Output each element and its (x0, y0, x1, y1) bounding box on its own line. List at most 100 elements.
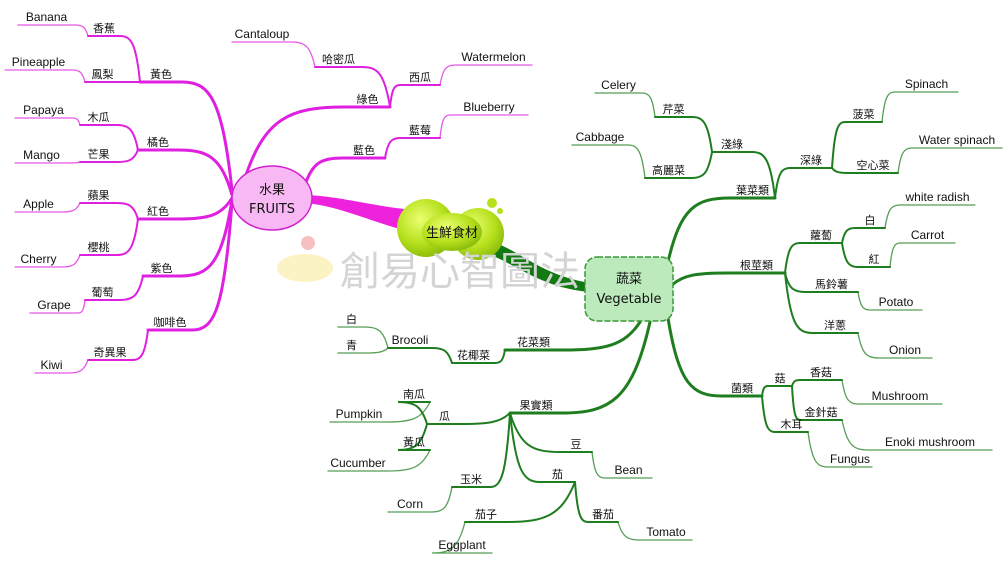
branch-line (231, 41, 316, 68)
branch-label[interactable]: 豆 (571, 438, 582, 451)
branch-label[interactable]: 紅 (869, 253, 880, 266)
branch-line (571, 144, 646, 179)
branch-line (79, 149, 139, 163)
branch-line (451, 349, 506, 364)
branch-label[interactable]: 玉米 (460, 473, 482, 486)
leaf-label-english[interactable]: Tomato (646, 525, 686, 539)
leaf-label-english[interactable]: Blueberry (463, 100, 514, 114)
leaf-label-english[interactable]: Papaya (23, 103, 64, 117)
branch-label[interactable]: 藍莓 (409, 124, 431, 137)
branch-label[interactable]: 空心菜 (857, 158, 890, 172)
leaf-label-english[interactable]: Pineapple (12, 55, 66, 69)
leaf-label-english[interactable]: Apple (23, 197, 54, 211)
branch-line (79, 124, 139, 151)
branch-label[interactable]: 黃色 (150, 67, 172, 81)
branch-line (337, 326, 389, 349)
branch-line (881, 91, 959, 123)
leaf-label-english[interactable]: Cherry (20, 252, 56, 266)
branch-label[interactable]: 紅色 (147, 204, 169, 218)
leaf-label-english[interactable]: Spinach (905, 77, 948, 91)
branch-label[interactable]: 藍色 (353, 143, 375, 157)
branch-label[interactable]: 葡萄 (92, 286, 114, 299)
leaf-label-english[interactable]: Pumpkin (336, 407, 383, 421)
leaf-label-english[interactable]: Cantaloup (235, 27, 290, 41)
leaf-label-english[interactable]: Cucumber (330, 456, 385, 470)
leaf-label-english[interactable]: Watermelon (461, 50, 525, 64)
branch-label[interactable]: 根莖類 (740, 258, 773, 272)
branch-label[interactable]: 金針菇 (805, 405, 838, 419)
branch-line (327, 449, 431, 472)
leaf-label-english[interactable]: Enoki mushroom (885, 435, 975, 449)
branch-label[interactable]: 櫻桃 (88, 240, 110, 254)
fruits-node[interactable]: 水果 FRUITS (231, 165, 313, 231)
branch-line (329, 401, 431, 423)
leaf-label-english[interactable]: Brocoli (392, 333, 429, 347)
branch-label[interactable]: 紫色 (151, 261, 173, 275)
branch-line (243, 105, 392, 180)
branch-label[interactable]: 高麗菜 (652, 163, 685, 177)
branch-label[interactable]: 咖啡色 (154, 315, 187, 329)
branch-label[interactable]: 橘色 (147, 135, 169, 149)
branch-label[interactable]: 南瓜 (403, 388, 425, 401)
leaf-label-english[interactable]: Carrot (911, 228, 945, 242)
branch-label[interactable]: 黃瓜 (403, 436, 425, 449)
branch-line (303, 156, 387, 187)
branch-label[interactable]: 淺綠 (721, 138, 743, 151)
branch-label[interactable]: 香蕉 (93, 22, 115, 35)
branch-label[interactable]: 茄子 (475, 507, 497, 521)
branch-label[interactable]: 木耳 (781, 418, 803, 431)
leaf-label-english[interactable]: Banana (26, 10, 68, 24)
leaf-label-english[interactable]: Bean (614, 463, 642, 477)
branch-label[interactable]: 花菜類 (517, 336, 550, 349)
branch-label[interactable]: 菌類 (731, 382, 753, 395)
branch-line (654, 116, 713, 153)
branch-label[interactable]: 茄 (552, 467, 563, 481)
branch-line (508, 320, 652, 415)
branch-label[interactable]: 果實類 (520, 398, 553, 412)
branch-label[interactable]: 菇 (775, 371, 786, 385)
branch-label[interactable]: 西瓜 (409, 71, 431, 84)
branch-label[interactable]: 木瓜 (88, 111, 110, 124)
branch-label[interactable]: 洋蔥 (824, 318, 846, 332)
leaf-label-english[interactable]: Potato (879, 295, 914, 309)
branch-label[interactable]: 香菇 (810, 365, 832, 379)
branch-label[interactable]: 青 (346, 339, 357, 352)
branch-line (784, 272, 859, 334)
leaf-label-english[interactable]: Corn (397, 497, 423, 511)
leaf-label-english[interactable]: Onion (889, 343, 921, 357)
leaf-label-english[interactable]: white radish (904, 190, 969, 204)
branch-label[interactable]: 葉菜類 (736, 183, 769, 197)
branch-label[interactable]: 芹菜 (663, 103, 685, 116)
branch-line (791, 385, 843, 421)
branch-label[interactable]: 深綠 (800, 154, 822, 167)
branch-label[interactable]: 鳳梨 (92, 67, 114, 81)
branch-label[interactable]: 白 (346, 312, 357, 326)
branch-label[interactable]: 菠菜 (853, 108, 875, 121)
leaf-label-english[interactable]: Cabbage (576, 130, 625, 144)
branch-label[interactable]: 馬鈴薯 (815, 277, 848, 291)
branch-label[interactable]: 奇異果 (94, 346, 127, 359)
branch-label[interactable]: 瓜 (439, 410, 450, 423)
vegetable-node[interactable]: 蔬菜 Vegetable (584, 256, 674, 322)
leaf-label-english[interactable]: Fungus (830, 452, 870, 466)
branch-line (431, 521, 493, 554)
branch-label[interactable]: 綠色 (357, 92, 379, 106)
branch-label[interactable]: 蘋果 (88, 189, 110, 202)
leaf-label-english[interactable]: Celery (601, 78, 636, 92)
branch-label[interactable]: 芒果 (88, 148, 110, 161)
leaf-label-english[interactable]: Mango (23, 148, 60, 162)
leaf-label-english[interactable]: Mushroom (872, 389, 929, 403)
branch-label[interactable]: 蘿蔔 (810, 228, 832, 242)
center-node[interactable]: 生鮮食材 (397, 198, 504, 260)
branch-label[interactable]: 番茄 (592, 507, 614, 521)
branch-line (141, 198, 234, 278)
leaf-label-english[interactable]: Eggplant (438, 538, 486, 552)
leaf-label-english[interactable]: Kiwi (40, 358, 62, 372)
branch-line (14, 202, 81, 213)
branch-label[interactable]: 哈密瓜 (322, 52, 355, 66)
branch-line (594, 92, 656, 118)
leaf-label-english[interactable]: Grape (37, 298, 71, 312)
leaf-label-english[interactable]: Water spinach (919, 133, 995, 147)
branch-label[interactable]: 花椰菜 (457, 348, 490, 362)
branch-label[interactable]: 白 (865, 213, 876, 227)
